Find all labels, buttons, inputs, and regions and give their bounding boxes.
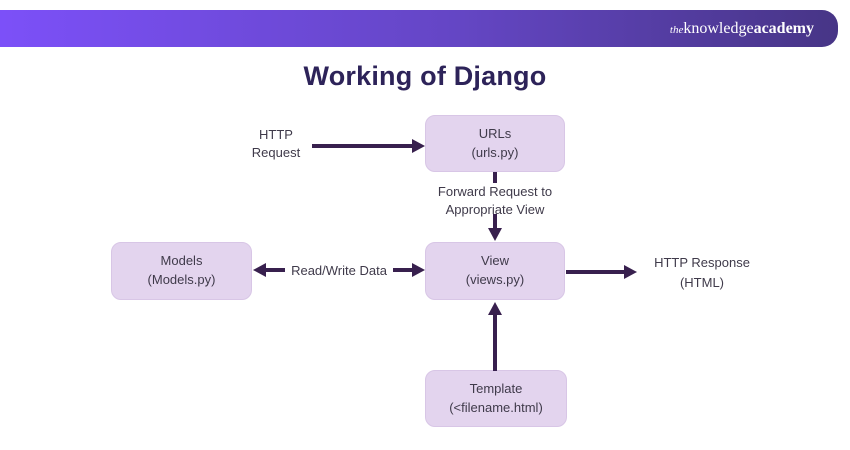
arrow-view-to-response-line	[566, 270, 626, 274]
node-urls-file: (urls.py)	[471, 144, 519, 160]
node-view-name: View	[481, 253, 509, 269]
brand-logo: theknowledgeacademy	[670, 20, 814, 38]
logo-knowledge: knowledge	[683, 19, 754, 37]
label-forward-line2: Appropriate View	[445, 201, 545, 217]
label-http-response-line2: (HTML)	[679, 274, 725, 290]
node-view: View (views.py)	[425, 242, 565, 300]
label-http-response-line1: HTTP Response	[654, 255, 750, 270]
label-http-response: HTTP Response (HTML)	[628, 253, 776, 292]
node-models: Models (Models.py)	[111, 242, 252, 300]
label-forward-request: Forward Request to Appropriate View	[405, 183, 585, 218]
header-bar: theknowledgeacademy	[0, 10, 838, 47]
node-models-name: Models	[160, 253, 203, 269]
node-template-name: Template	[469, 380, 523, 396]
label-http-request-line2: Request	[251, 144, 301, 160]
node-urls: URLs (urls.py)	[425, 115, 565, 172]
node-view-file: (views.py)	[465, 272, 525, 287]
page-title: Working of Django	[303, 61, 547, 91]
node-template-file: (<filename.html)	[449, 399, 543, 415]
logo-academy: academy	[753, 19, 814, 37]
label-forward-line1: Forward Request to	[437, 184, 553, 199]
arrow-request-to-urls-line	[312, 144, 414, 148]
arrow-request-to-urls-head-icon	[412, 139, 425, 153]
label-http-request: HTTP Request	[226, 126, 326, 161]
arrow-view-to-response-head-icon	[624, 265, 637, 279]
arrow-read-write-data: Read/Write Data	[253, 256, 426, 284]
arrow-read-write-right-line	[392, 268, 413, 272]
node-urls-name: URLs	[478, 125, 512, 141]
arrow-template-to-view-line	[493, 313, 497, 371]
logo-the: the	[669, 23, 684, 36]
label-http-request-line1: HTTP	[259, 127, 293, 142]
node-models-file: (Models.py)	[147, 272, 216, 287]
arrow-forward-to-view-line	[493, 214, 497, 230]
arrow-urls-stub-line	[493, 172, 497, 183]
arrow-template-to-view-head-icon	[488, 302, 502, 315]
arrow-read-write-left-line	[266, 268, 286, 272]
label-read-write-data: Read/Write Data	[291, 262, 387, 278]
arrow-read-write-right-head-icon	[412, 263, 426, 277]
arrow-read-write-left-head-icon	[253, 263, 266, 277]
node-template: Template (<filename.html)	[425, 370, 567, 427]
arrow-forward-to-view-head-icon	[488, 228, 502, 241]
